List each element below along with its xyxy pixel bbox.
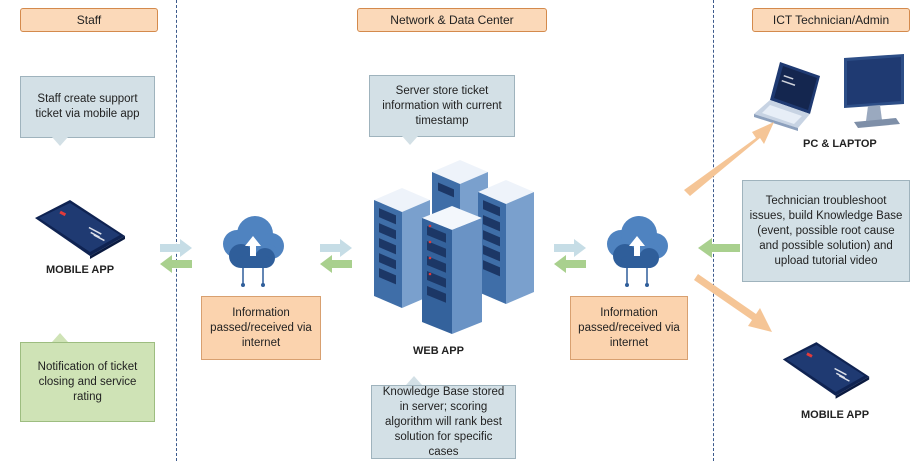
label-mobile-app-right: MOBILE APP: [801, 409, 870, 421]
cloud-icon: [607, 216, 668, 287]
callout-tail: [52, 137, 68, 146]
arrow-icon: [684, 122, 774, 196]
laptop-icon: [754, 62, 820, 131]
phone-icon: [782, 342, 870, 399]
header-network: Network & Data Center: [357, 8, 547, 32]
callout-server-store: Server store ticket information with cur…: [369, 75, 515, 137]
arrow-icon: [320, 239, 352, 273]
server-stack-icon: [374, 160, 534, 334]
label-pc-laptop: PC & LAPTOP: [803, 138, 877, 150]
header-ict: ICT Technician/Admin: [752, 8, 910, 32]
divider-right: [713, 0, 714, 461]
callout-technician: Technician troubleshoot issues, build Kn…: [742, 180, 910, 282]
callout-info-right: Information passed/received via internet: [570, 296, 688, 360]
arrow-icon: [698, 238, 740, 258]
arrow-icon: [554, 239, 586, 273]
phone-icon: [35, 200, 125, 259]
arrow-icon: [160, 239, 192, 273]
callout-staff-create: Staff create support ticket via mobile a…: [20, 76, 155, 138]
label-web-app: WEB APP: [413, 345, 464, 357]
callout-tail: [52, 333, 68, 342]
divider-left: [176, 0, 177, 461]
header-staff: Staff: [20, 8, 158, 32]
monitor-icon: [844, 54, 904, 128]
label-mobile-app-left: MOBILE APP: [46, 264, 115, 276]
callout-notification: Notification of ticket closing and servi…: [20, 342, 155, 422]
arrow-icon: [694, 274, 772, 332]
cloud-icon: [223, 216, 284, 287]
callout-tail: [402, 136, 418, 145]
callout-tail: [406, 376, 422, 385]
callout-info-left: Information passed/received via internet: [201, 296, 321, 360]
callout-knowledge-base: Knowledge Base stored in server; scoring…: [371, 385, 516, 459]
